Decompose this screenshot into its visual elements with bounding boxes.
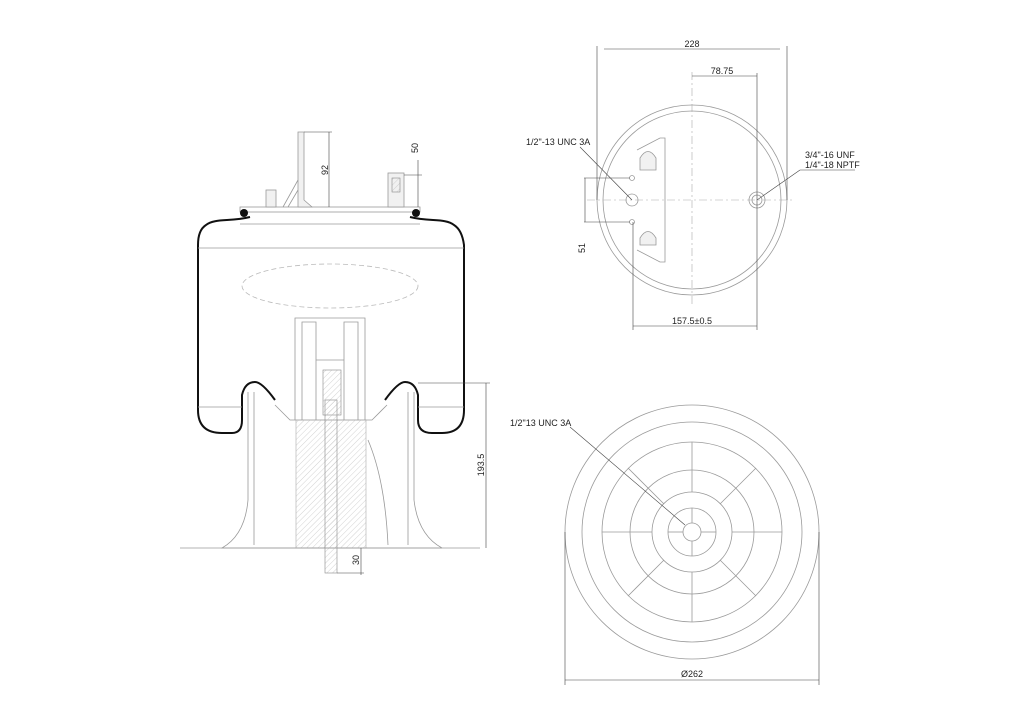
stud-thread-callout: 1/2"-13 UNC 3A <box>526 137 633 201</box>
side-view: 92 50 193.5 30 <box>180 131 490 575</box>
air-fitting-callout: 3/4"-16 UNF 1/4"-18 NPTF <box>756 150 860 201</box>
stud-hole <box>682 522 702 542</box>
svg-text:Ø262: Ø262 <box>681 669 703 679</box>
crimp-bead-left <box>240 209 248 217</box>
svg-text:1/2"13 UNC 3A: 1/2"13 UNC 3A <box>510 418 571 428</box>
top-view: 228 78.75 157.5±0.5 51 1/2"-13 UNC 3A 3/… <box>526 39 860 330</box>
svg-text:92: 92 <box>320 165 330 175</box>
dimension-51: 51 <box>577 177 630 253</box>
svg-text:193.5: 193.5 <box>476 454 486 477</box>
dimension-157-5: 157.5±0.5 <box>632 222 757 330</box>
dashed-ellipse <box>241 263 419 309</box>
svg-text:3/4"-16 UNF: 3/4"-16 UNF <box>805 150 855 160</box>
piston-column <box>294 317 366 420</box>
svg-text:50: 50 <box>410 143 420 153</box>
top-bead-plate <box>239 206 421 213</box>
svg-text:51: 51 <box>577 243 587 253</box>
dimension-50: 50 <box>404 143 422 207</box>
bottom-view: Ø262 1/2"13 UNC 3A <box>510 404 820 685</box>
bracket-gusset <box>282 179 299 208</box>
crimp-bead-right <box>412 209 420 217</box>
dimension-228: 228 <box>596 39 788 200</box>
stud-thread-callout: 1/2"13 UNC 3A <box>510 418 686 526</box>
center-stud <box>324 399 338 574</box>
bracket-tab-top <box>639 151 657 171</box>
svg-text:30: 30 <box>351 555 361 565</box>
svg-text:228: 228 <box>684 39 699 49</box>
bracket-tab-bottom <box>639 231 657 246</box>
dimension-30: 30 <box>337 548 364 575</box>
rubber-bellow <box>197 216 465 434</box>
piston-ribs <box>602 442 782 622</box>
svg-text:1/4"-18 NPTF: 1/4"-18 NPTF <box>805 160 860 170</box>
dimension-diameter-262: Ø262 <box>564 532 820 685</box>
svg-text:1/2"-13 UNC 3A: 1/2"-13 UNC 3A <box>526 137 590 147</box>
svg-text:78.75: 78.75 <box>711 66 734 76</box>
svg-text:157.5±0.5: 157.5±0.5 <box>672 316 712 326</box>
bracket-outline <box>636 137 666 263</box>
stud-nut <box>265 189 277 208</box>
dimension-78-75: 78.75 <box>692 66 758 330</box>
mounting-bracket <box>297 131 314 208</box>
dimension-193-5: 193.5 <box>418 382 490 548</box>
dimension-92: 92 <box>304 131 332 207</box>
stud-hole <box>625 193 639 207</box>
